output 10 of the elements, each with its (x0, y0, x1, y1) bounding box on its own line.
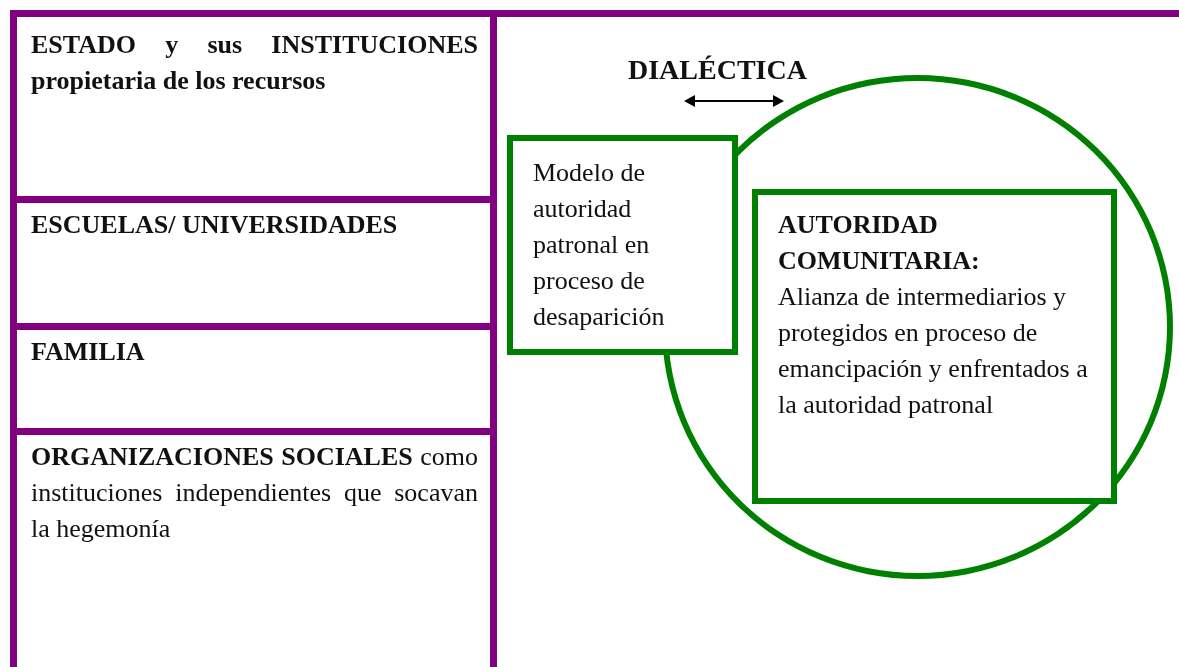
heading-text: ESCUELAS/ UNIVERSIDADES (31, 209, 399, 241)
text-box (507, 135, 738, 355)
body-text: Alianza de intermediarios y protegidos en proceso de emancipación y enfrentados a la autoridad patronal (778, 281, 1089, 421)
text-box (752, 189, 1117, 504)
heading-text: ESTADO y sus INSTITUCIONES propietaria de los recursos (31, 29, 478, 97)
body-text: Modelo de autoridad patronal en proceso de desaparición (533, 157, 666, 333)
body-text: ORGANIZACIONES SOCIALES como instituciones independientes que socavan la hegemonía (31, 441, 478, 545)
heading-text: AUTORIDAD COMUNITARIA: (778, 209, 981, 277)
diagram-label: DIALÉCTICA (628, 54, 807, 86)
heading-text: FAMILIA (31, 336, 146, 368)
